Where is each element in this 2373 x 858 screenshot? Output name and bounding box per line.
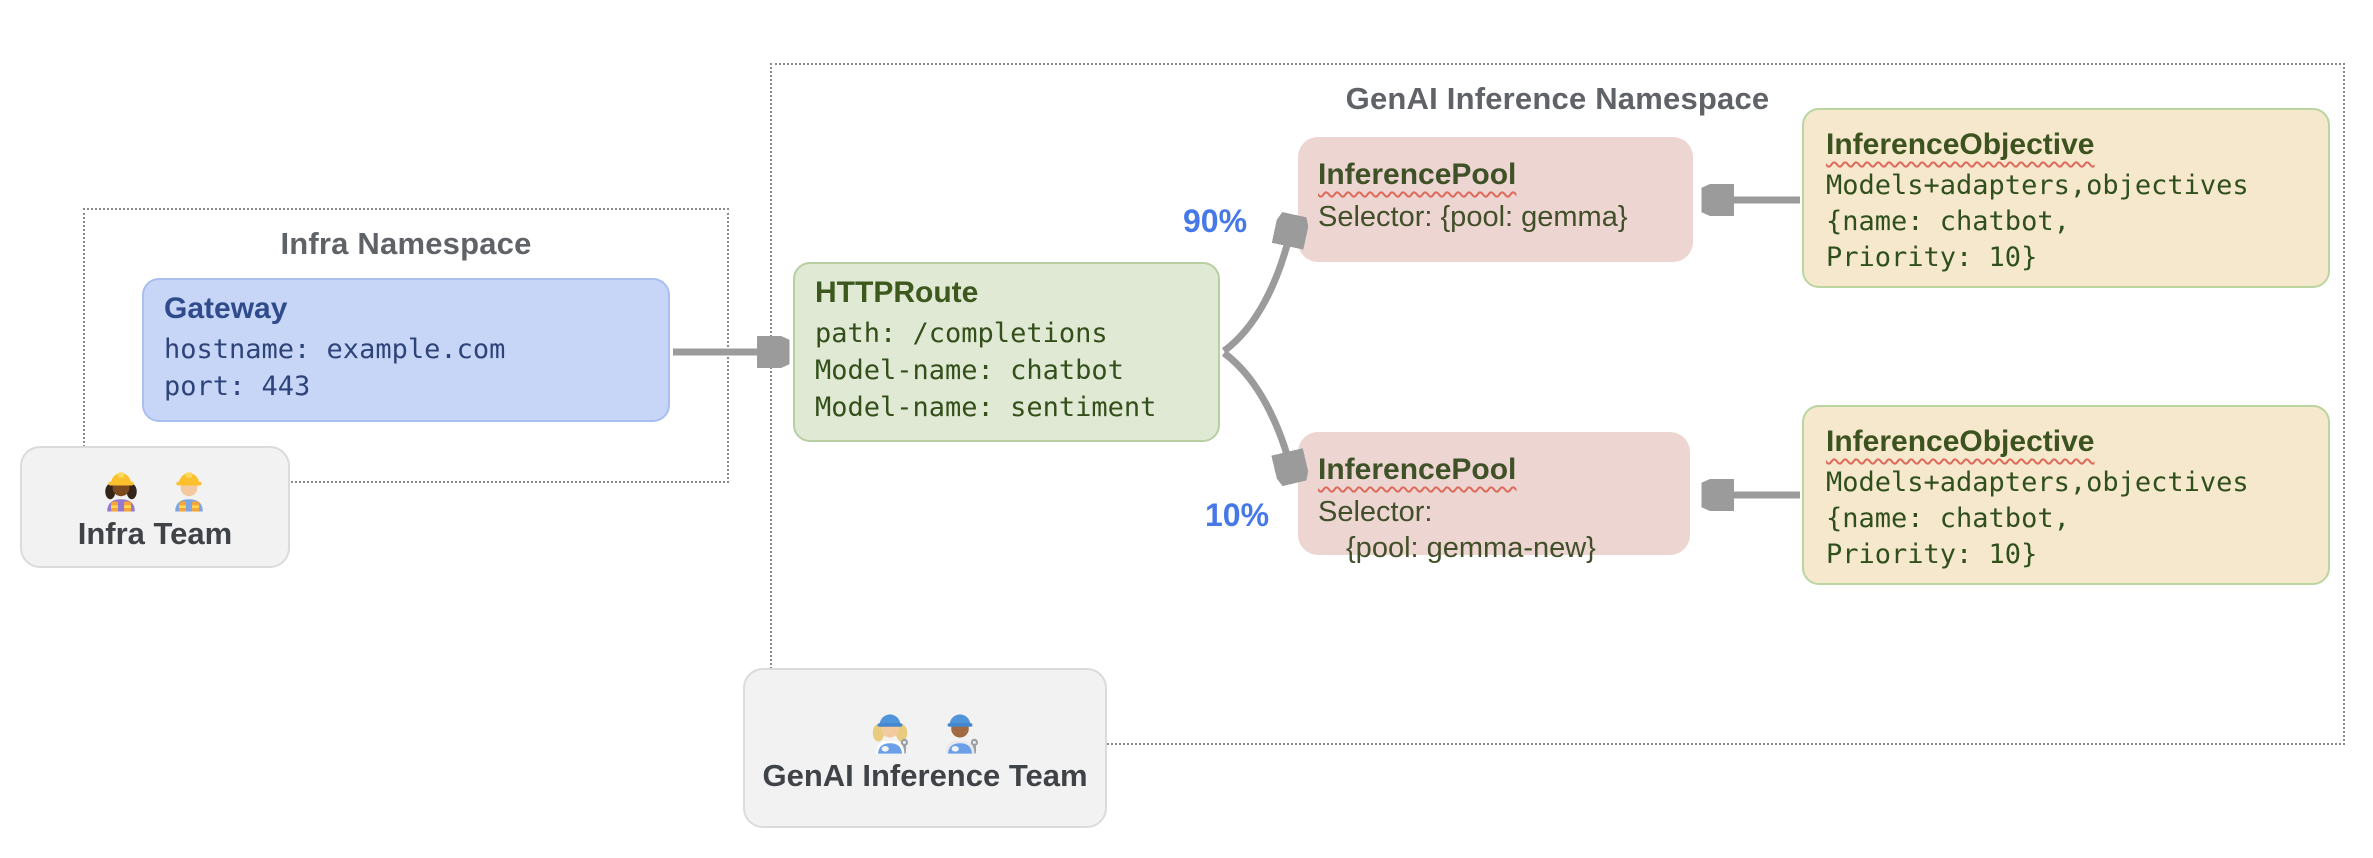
inference-objective-top-models-line: Models+adapters,objectives xyxy=(1826,170,2249,201)
inference-pool-gemma-new-node: InferencePool Selector: {pool: gemma-new… xyxy=(1298,432,1690,564)
inference-objective-bottom-title: InferenceObjective xyxy=(1826,425,2095,458)
infra-team-chip: Infra Team xyxy=(20,446,290,568)
genai-team-label: GenAI Inference Team xyxy=(762,758,1088,793)
gateway-title: Gateway xyxy=(164,292,288,325)
gateway-hostname-line: hostname: example.com xyxy=(164,334,506,365)
httproute-node: HTTPRoute path: /completions Model-name:… xyxy=(793,262,1220,442)
inference-pool-gemma-new-title: InferencePool xyxy=(1318,453,1517,486)
inference-objective-top-node: InferenceObjective Models+adapters,objec… xyxy=(1802,108,2330,288)
httproute-model-chatbot-line: Model-name: chatbot xyxy=(815,355,1124,386)
inference-objective-top-title: InferenceObjective xyxy=(1826,128,2095,161)
infra-team-icons xyxy=(98,462,212,512)
infra-namespace-label: Infra Namespace xyxy=(280,226,532,261)
inference-objective-bottom-name-line: {name: chatbot, xyxy=(1826,503,2070,534)
genai-namespace-boundary: GenAI Inference Namespace xyxy=(770,63,2345,745)
gateway-node: Gateway hostname: example.com port: 443 xyxy=(142,278,670,422)
httproute-model-sentiment-line: Model-name: sentiment xyxy=(815,392,1157,423)
traffic-split-10-label: 10% xyxy=(1205,497,1270,533)
woman-mechanic-icon xyxy=(872,714,908,754)
inference-pool-gemma-title: InferencePool xyxy=(1318,158,1517,191)
inference-objective-top-name-line: {name: chatbot, xyxy=(1826,206,2070,237)
infra-team-label: Infra Team xyxy=(77,516,233,551)
inference-pool-gemma-new-selector-line: Selector: xyxy=(1318,496,1433,528)
inference-objective-bottom-priority-line: Priority: 10} xyxy=(1826,539,2038,570)
genai-namespace-label: GenAI Inference Namespace xyxy=(1345,81,1770,116)
inference-pool-gemma-node: InferencePool Selector: {pool: gemma} xyxy=(1298,137,1693,262)
genai-team-icons xyxy=(866,702,984,754)
httproute-title: HTTPRoute xyxy=(815,276,979,309)
inference-objective-bottom-models-line: Models+adapters,objectives xyxy=(1826,467,2249,498)
inference-pool-gemma-new-value-line: {pool: gemma-new} xyxy=(1346,532,1596,564)
inference-objective-top-priority-line: Priority: 10} xyxy=(1826,242,2038,273)
man-construction-worker-icon xyxy=(175,472,203,512)
woman-construction-worker-icon xyxy=(105,472,137,512)
genai-team-chip: GenAI Inference Team xyxy=(743,668,1107,828)
inference-objective-bottom-node: InferenceObjective Models+adapters,objec… xyxy=(1802,405,2330,585)
infra-namespace-boundary: Infra Namespace xyxy=(83,208,729,483)
traffic-split-90-label: 90% xyxy=(1183,203,1248,239)
gateway-port-line: port: 443 xyxy=(164,371,311,402)
httproute-path-line: path: /completions xyxy=(815,318,1108,349)
inference-pool-gemma-selector-line: Selector: {pool: gemma} xyxy=(1318,201,1628,233)
man-mechanic-icon xyxy=(945,714,978,754)
